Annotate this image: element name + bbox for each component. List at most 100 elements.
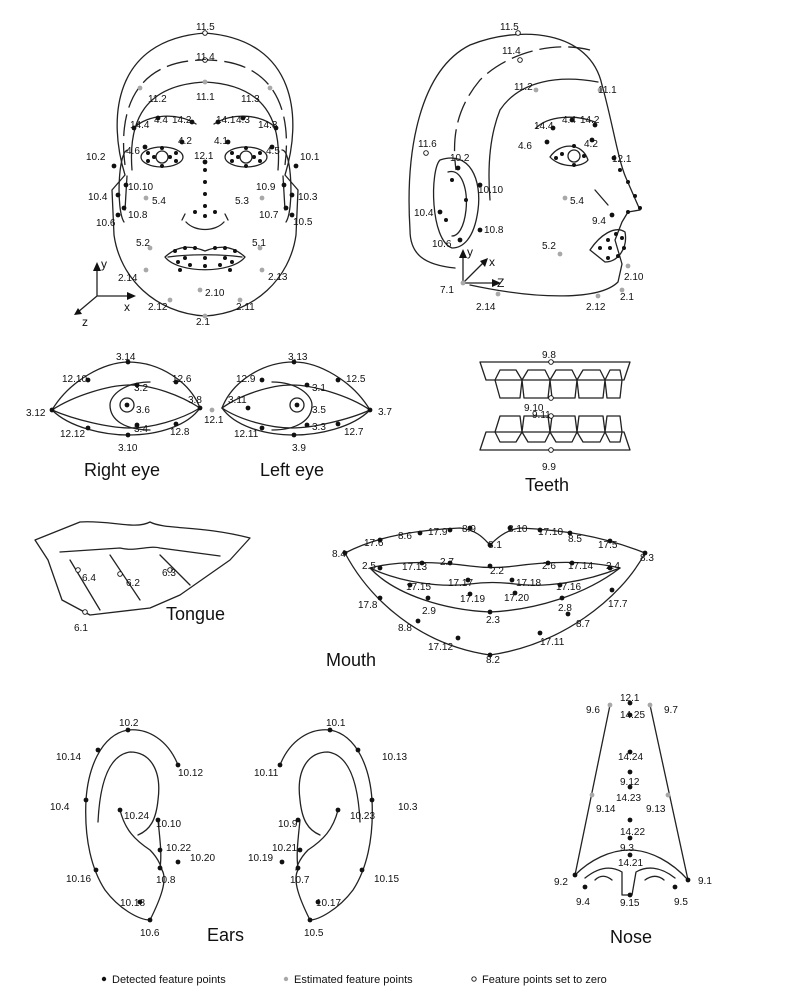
feature-point-label: 17.10 — [538, 527, 563, 538]
feature-point-nose: 9.4 — [576, 885, 590, 908]
feature-point-right-eye: 3.8 — [188, 395, 202, 410]
feature-point-label: 9.4 — [576, 897, 590, 908]
feature-point-marker — [118, 808, 123, 813]
feature-point-front-face: 11.2 — [138, 86, 168, 105]
feature-point-side-face: 9.4 — [592, 213, 614, 227]
feature-point-side-face: 7.1 — [440, 281, 465, 296]
feature-point-label: 11.2 — [148, 94, 167, 105]
feature-point-side-face: 4.6 — [518, 140, 549, 152]
feature-point-label: 14.4 — [130, 120, 150, 131]
feature-point-left-ear: 10.15 — [360, 868, 400, 885]
feature-point-label: 10.7 — [290, 875, 310, 886]
feature-point-label: 14.22 — [620, 827, 645, 838]
feature-point-label: 4.2 — [584, 139, 598, 150]
feature-point-label: 10.2 — [450, 153, 470, 164]
feature-point-label: 11.4 — [502, 46, 521, 57]
ears-caption: Ears — [207, 925, 244, 945]
feature-point-tongue: 6.2 — [118, 572, 141, 589]
feature-point-front-face: 10.7 — [259, 206, 288, 221]
feature-point-label: 2.10 — [205, 288, 225, 299]
feature-point-right-ear: 10.22 — [158, 843, 192, 854]
feature-point-side-face: 10.10 — [478, 183, 504, 196]
feature-point-left-ear: 10.17 — [316, 898, 342, 909]
front-axis-y: y — [101, 257, 107, 271]
feature-point-label: 12.6 — [172, 374, 192, 385]
feature-point-label: 14.23 — [616, 793, 641, 804]
feature-point-label: 10.2 — [119, 718, 139, 729]
feature-point-label: 3.3 — [312, 422, 326, 433]
feature-point-marker — [628, 893, 633, 898]
feature-point-label: 10.6 — [140, 928, 160, 939]
feature-point-mouth: 2.7 — [440, 557, 454, 568]
feature-point-left-eye: 3.1 — [305, 383, 327, 394]
feature-point-label: 10.8 — [128, 210, 148, 221]
feature-point-label: 2.12 — [148, 302, 168, 313]
feature-point-label: 14.2 — [580, 115, 600, 126]
feature-point-label: 3.9 — [292, 443, 306, 454]
feature-point-marker — [426, 596, 431, 601]
feature-point-label: 2.9 — [422, 606, 436, 617]
feature-point-label: 14.25 — [620, 710, 645, 721]
feature-point-label: 3.11 — [228, 395, 247, 406]
feature-point-side-face: 14.2 — [580, 115, 600, 127]
feature-point-marker — [336, 422, 341, 427]
feature-point-label: 5.1 — [252, 238, 266, 249]
feature-point-label: 10.8 — [484, 225, 504, 236]
feature-point-label: 10.3 — [298, 192, 318, 203]
feature-point-marker — [260, 268, 265, 273]
feature-point-marker — [336, 808, 341, 813]
feature-point-label: 17.9 — [428, 527, 448, 538]
feature-point-mouth: 17.19 — [460, 592, 485, 605]
feature-point-side-face: 11.4 — [502, 46, 522, 62]
feature-point-front-face: 5.4 — [144, 196, 167, 207]
feature-point-front-face: 4.2 — [178, 136, 192, 147]
feature-point-right-eye: 12.6 — [172, 374, 192, 385]
feature-point-marker — [260, 196, 265, 201]
feature-point-marker — [686, 878, 691, 883]
feature-point-front-face: 14.2 — [172, 115, 194, 126]
feature-point-nose: 12.1 — [620, 693, 640, 705]
feature-point-right-ear: 10.8 — [156, 866, 176, 886]
feature-point-marker — [112, 164, 117, 169]
feature-point-marker — [538, 631, 543, 636]
feature-point-label: 2.2 — [490, 566, 504, 577]
feature-point-front-face: 12.1 — [194, 151, 214, 164]
feature-point-label: 9.1 — [698, 876, 712, 887]
feature-point-mouth: 8.10 — [508, 524, 528, 535]
feature-point-label: 6.3 — [162, 568, 176, 579]
feature-point-mouth: 17.10 — [538, 527, 564, 538]
legend-zero-label: Feature points set to zero — [482, 974, 607, 986]
feature-point-label: 4.2 — [178, 136, 192, 147]
feature-point-label: 2.14 — [476, 302, 496, 313]
feature-point-label: 17.20 — [504, 593, 529, 604]
feature-point-label: 10.10 — [156, 819, 181, 830]
feature-point-marker — [168, 298, 173, 303]
feature-point-label: 2.11 — [236, 302, 255, 313]
feature-point-label: 14.1 — [216, 115, 236, 126]
feature-point-nose: 9.5 — [673, 885, 689, 908]
feature-point-marker — [628, 770, 633, 775]
feature-point-marker — [573, 873, 578, 878]
feature-point-left-ear: 10.23 — [336, 808, 376, 822]
feature-point-front-face: 4.5 — [266, 145, 280, 157]
feature-point-front-face: 5.1 — [252, 238, 266, 250]
feature-point-label: 10.9 — [278, 819, 298, 830]
feature-point-right-ear: 10.14 — [56, 748, 100, 763]
feature-point-marker — [438, 210, 443, 215]
feature-point-marker — [308, 918, 313, 923]
feature-point-label: 2.3 — [486, 615, 500, 626]
feature-point-right-eye: 3.10 — [118, 433, 138, 454]
feature-point-marker — [144, 268, 149, 273]
feature-point-marker — [305, 383, 310, 388]
feature-point-right-eye: 3.4 — [134, 423, 148, 435]
legend-detected-marker — [102, 977, 106, 981]
feature-point-label: 17.11 — [540, 637, 565, 648]
feature-point-nose: 9.1 — [686, 876, 713, 887]
feature-point-label: 11.4 — [196, 52, 215, 63]
feature-point-label: 4.4 — [562, 115, 576, 126]
feature-point-label: 4.6 — [126, 146, 140, 157]
feature-point-marker — [84, 798, 89, 803]
feature-point-front-face: 10.4 — [88, 192, 120, 203]
feature-point-side-face: 10.4 — [414, 208, 442, 219]
